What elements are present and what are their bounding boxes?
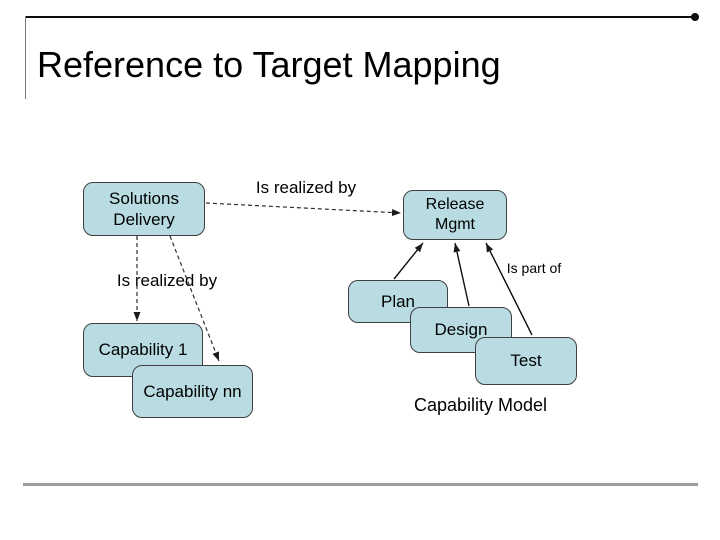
node-plan: Plan	[348, 280, 448, 323]
node-release-mgmt: Release Mgmt	[403, 190, 507, 240]
node-label: Plan	[380, 291, 416, 311]
edge-label-is-realized-by-left: Is realized by	[116, 271, 218, 290]
footer-rule	[23, 483, 698, 486]
node-label: Capability nn	[143, 381, 242, 401]
diagram-caption-capability-model: Capability Model	[413, 395, 548, 415]
node-label-line: Delivery	[113, 210, 175, 229]
edge-label-is-realized-by-top: Is realized by	[255, 178, 357, 197]
arrow-solutions-to-release-dashed	[205, 202, 402, 217]
node-solutions-delivery: Solutions Delivery	[83, 182, 205, 236]
arrow-plan-to-release	[393, 242, 424, 280]
slide-title: Reference to Target Mapping	[37, 44, 501, 85]
header-rule-end-dot	[691, 13, 699, 21]
edge-label-is-part-of: Is part of	[506, 260, 562, 276]
node-test: Test	[475, 337, 577, 385]
title-left-rule	[25, 16, 26, 99]
node-label: Test	[510, 351, 542, 371]
header-rule	[25, 16, 694, 18]
node-label-line: Solutions	[109, 188, 179, 208]
node-label: Capability 1	[98, 340, 188, 360]
node-capability-nn: Capability nn	[132, 365, 253, 418]
node-label-line: Mgmt	[435, 216, 475, 233]
node-label: Design	[434, 320, 488, 340]
arrow-design-to-release	[453, 242, 470, 307]
node-label-line: Release	[425, 196, 485, 213]
